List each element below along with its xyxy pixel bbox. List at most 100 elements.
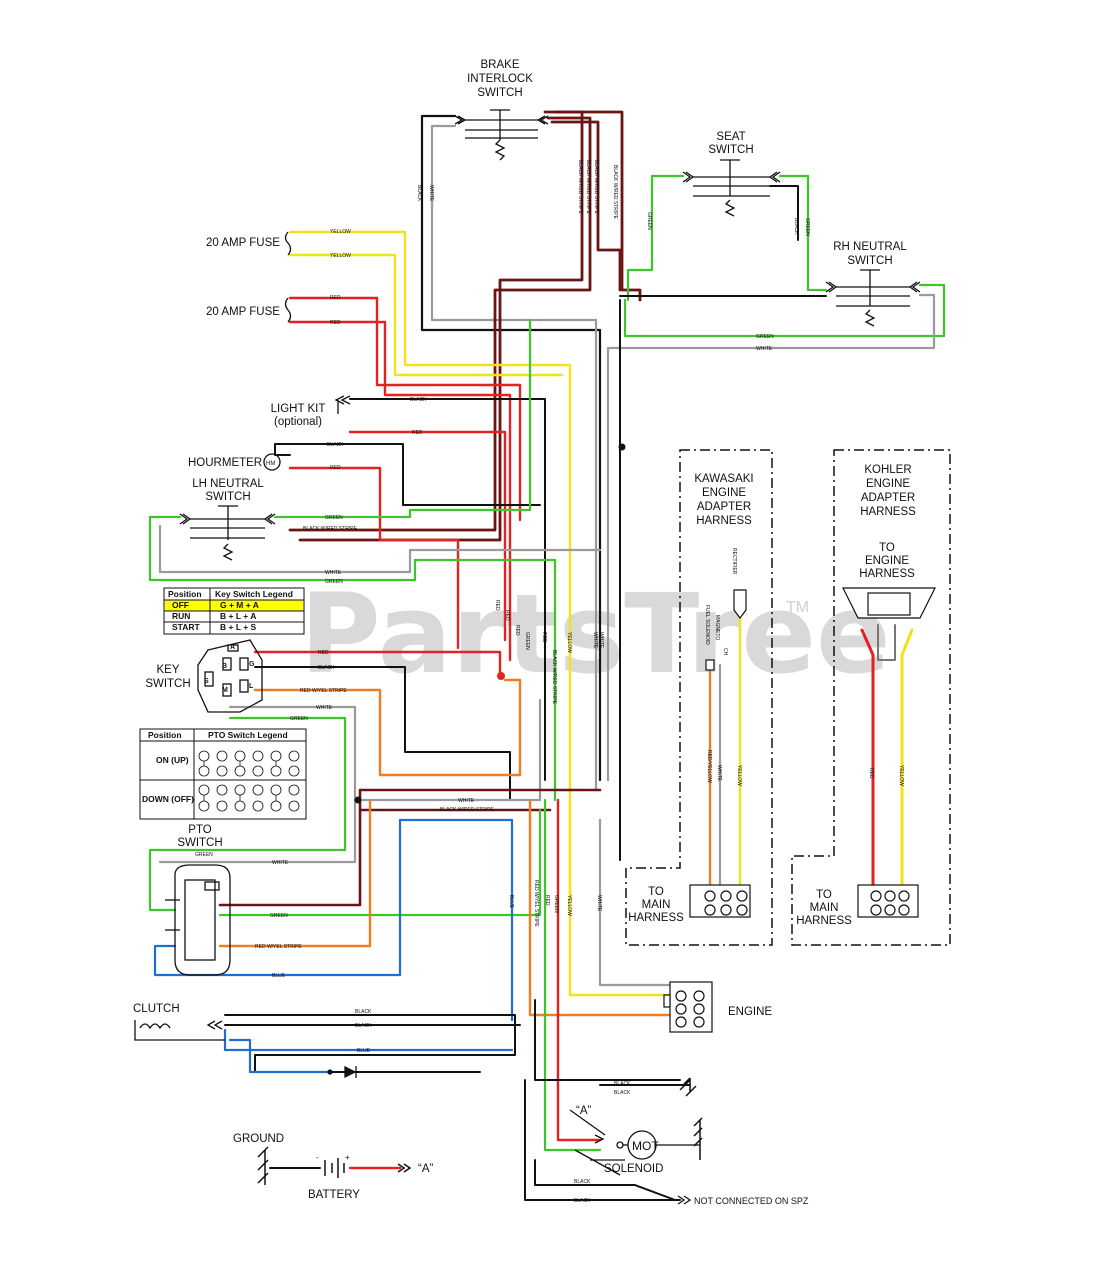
wire-label: WHITE: [596, 895, 602, 912]
hourmeter-label: HOURMETER: [188, 457, 262, 469]
wire-bws-main: [298, 110, 584, 542]
light-kit-icon: [334, 395, 351, 414]
wire-label: BLACK: [318, 665, 335, 671]
terminal-label: L: [249, 683, 254, 690]
wire-green-seat: [626, 174, 685, 302]
a-label: “A”: [576, 1105, 592, 1117]
wire-label: BLACK W/RED STRIPE: [440, 807, 495, 813]
wire-label: RED: [494, 600, 500, 611]
legend-cell: START: [172, 622, 201, 632]
wire-label: WHITE: [325, 570, 342, 576]
wire-blue-conn: [153, 818, 514, 1022]
wire-white-rh: [606, 293, 936, 782]
wire-label: BLUE: [357, 1048, 371, 1054]
wire-label: CH: [722, 648, 728, 656]
mot-label: MOT: [632, 1139, 659, 1153]
engine-label: ENGINE: [728, 1006, 772, 1018]
wire-label: RED: [330, 295, 341, 301]
wire-green-rh: [623, 283, 946, 338]
wire-label: BLACK: [355, 1009, 372, 1015]
wire-label: RED: [504, 610, 510, 621]
wire-label: RED: [868, 768, 874, 779]
legend-cell: B + L + S: [220, 622, 257, 632]
wire-label: RED: [514, 625, 520, 636]
wire-label: BLACK: [793, 218, 799, 235]
wire-label: BLUE: [272, 973, 286, 979]
wire-label: YELLOW: [736, 765, 742, 786]
wire-black-key: [254, 666, 511, 801]
svg-text:+: +: [345, 1153, 350, 1162]
diode-icon: [327, 1065, 357, 1079]
wire-blue-clutch: [223, 1028, 514, 1052]
hourmeter-icon: HM: [263, 453, 281, 471]
solenoid-label: SOLENOID: [604, 1163, 663, 1175]
wire-label: WHITE: [716, 765, 722, 782]
wire-label: WHITE: [458, 798, 475, 804]
wire-label: RED: [330, 465, 341, 471]
not-connected-label: NOT CONNECTED ON SPZ: [694, 1196, 809, 1206]
wire-label: BLACK: [355, 1023, 372, 1029]
wire-label: BLACK W/RED STRIPE: [303, 526, 358, 532]
watermark-tm: TM: [786, 599, 809, 616]
wire-label: YELLOW: [330, 229, 351, 235]
wire-label: WHITE: [316, 705, 333, 711]
wire-label: BLACK: [327, 442, 344, 448]
wire-label: BLACK W/RED STRIPE: [612, 165, 618, 220]
wire-label: RED W/YEL STRIPE: [255, 944, 302, 950]
wire-label: RED W/YEL STRIPE: [300, 688, 347, 694]
wire-label: BLACK: [416, 185, 422, 202]
ground-label: GROUND: [233, 1133, 284, 1145]
wire-label: GREEN: [646, 212, 652, 230]
key-switch-legend: Position Key Switch Legend OFF G + M + A…: [163, 587, 305, 635]
pto-connector: [165, 864, 231, 976]
legend-cell: B + L + A: [220, 611, 256, 621]
wire-label: YELLOW: [566, 632, 572, 653]
legend-cell: RUN: [172, 611, 190, 621]
wire-label: MAGNETO: [714, 615, 720, 640]
svg-text:-: -: [316, 1153, 319, 1162]
legend-cell: ON (UP): [156, 755, 189, 765]
wire-label: RED: [330, 320, 341, 326]
fuse-label-2: 20 AMP FUSE: [206, 306, 280, 318]
a-label-2: “A”: [418, 1163, 434, 1175]
wire-label: RED: [318, 650, 329, 656]
wire-label: GREEN: [325, 579, 343, 585]
clutch-icon: [134, 1020, 225, 1041]
wire-label: RED/YELLOW: [706, 750, 712, 783]
wire-label: RED W/YEL STRIPE: [533, 880, 539, 927]
legend-header: Key Switch Legend: [215, 589, 293, 599]
pto-legend: Position PTO Switch Legend ON (UP) DOWN …: [139, 728, 307, 820]
wire-label: WHITE: [428, 185, 434, 202]
starter-solenoid: [569, 1109, 700, 1176]
wire-label: BLACK W/RED STRIPE: [585, 160, 591, 215]
wire-black-brake: [420, 114, 602, 782]
wire-label: BLACK: [614, 1081, 631, 1087]
wire-label: WHITE: [592, 632, 598, 649]
svg-text:HM: HM: [266, 461, 275, 467]
wire-yellow-fuse: [288, 230, 572, 902]
legend-header: PTO Switch Legend: [208, 730, 288, 740]
terminal-label: A: [230, 644, 235, 651]
wire-label: YELLOW: [898, 765, 904, 786]
wire-label: GREEN: [804, 218, 810, 236]
clutch-label: CLUTCH: [133, 1003, 180, 1015]
wire-label: RED: [541, 632, 547, 643]
wire-label: BLUE: [508, 895, 514, 909]
wire-label: WHITE: [272, 860, 289, 866]
wire-label: GREEN: [553, 895, 559, 913]
wire-label: BLACK: [614, 1090, 631, 1096]
wire-label: GREEN: [270, 913, 288, 919]
wire-label: WHITE: [756, 346, 773, 352]
terminal-label: B: [222, 663, 227, 670]
wire-label: RED: [412, 430, 423, 436]
